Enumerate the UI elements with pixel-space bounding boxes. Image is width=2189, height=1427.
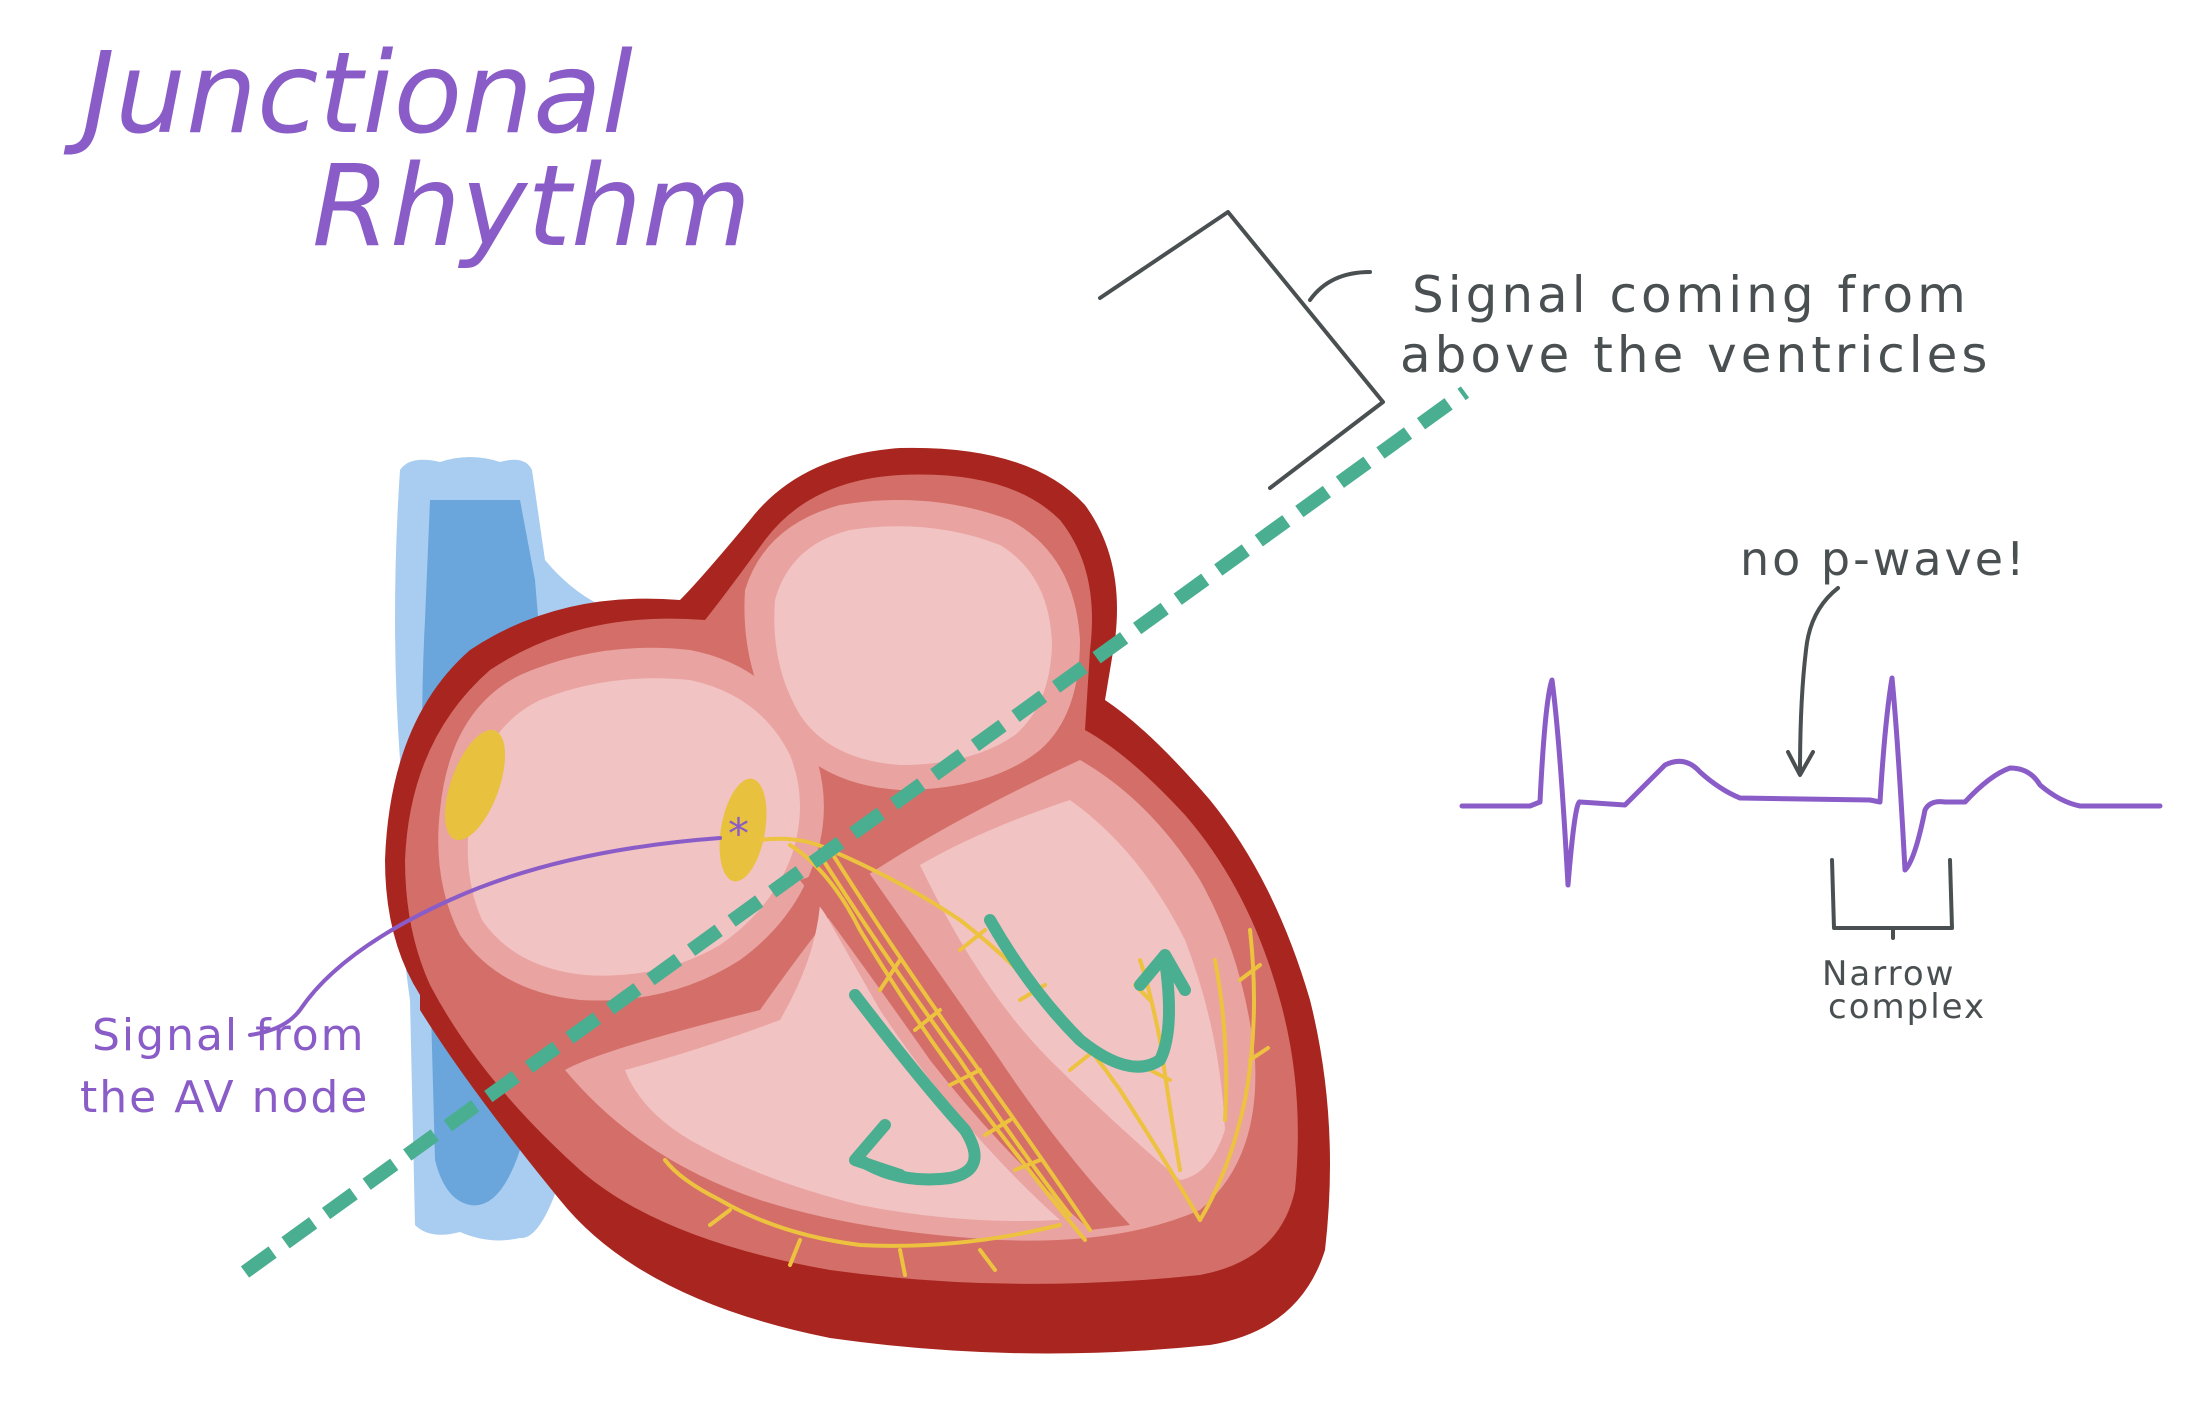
- sa-node: [444, 729, 506, 841]
- right-atrium: [467, 678, 800, 976]
- signal-av-label-line1: Signal from: [92, 1010, 366, 1061]
- narrow-complex-label-line1: Narrow: [1822, 954, 1956, 994]
- ecg-trace: [1459, 675, 2163, 888]
- narrow-complex-label-line2: complex: [1828, 987, 1986, 1027]
- av-node: [719, 778, 767, 882]
- no-p-wave-arrowhead-icon: [1786, 750, 1815, 777]
- no-p-wave-label: no p-wave!: [1740, 532, 2028, 586]
- left-ventricle-arrowhead-icon: [1134, 949, 1191, 996]
- title-line1: Junctional: [63, 29, 633, 159]
- right-ventricle: [625, 905, 1060, 1221]
- right-ventricle-flow-arrow: [849, 989, 981, 1186]
- dashed-division-line: [240, 386, 1470, 1278]
- signal-above-label-line2: above the ventricles: [1400, 326, 1991, 384]
- narrow-complex-bracket: [1830, 858, 1954, 940]
- title-line2: Rhythm: [312, 142, 751, 272]
- left-ventricle-flow-arrow: [984, 914, 1175, 1073]
- left-ventricle: [920, 800, 1225, 1180]
- no-p-wave-arrow: [1798, 586, 1840, 774]
- signal-above-label-line1: Signal coming from: [1412, 266, 1970, 324]
- av-node-star-icon: *: [728, 809, 749, 858]
- left-atrium: [774, 526, 1052, 765]
- right-ventricle-arrowhead-icon: [849, 1119, 906, 1181]
- blood-flow-arrows: [849, 914, 1191, 1186]
- av-node-callout-line: [248, 836, 722, 1037]
- ventricles-bracket: [1098, 210, 1385, 490]
- signal-av-label-line2: the AV node: [80, 1072, 369, 1123]
